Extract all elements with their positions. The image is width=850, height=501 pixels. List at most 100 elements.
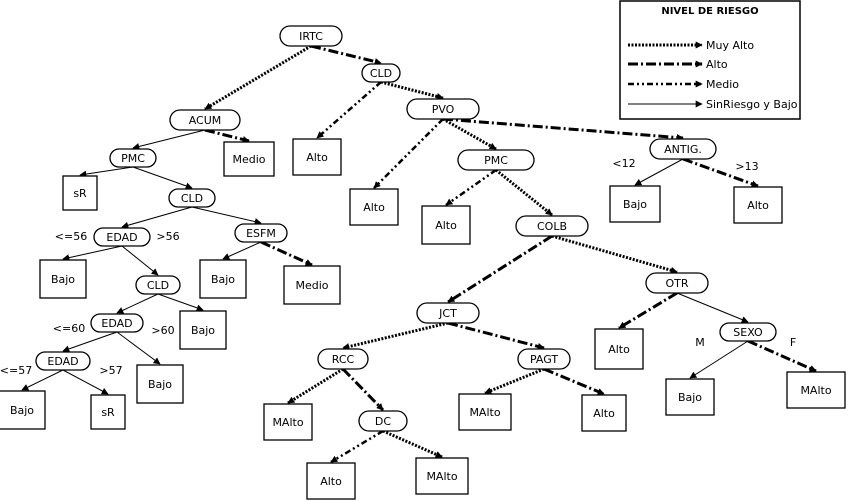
node-sexo-box — [719, 322, 777, 342]
edge-label-gt13: >13 — [735, 160, 758, 173]
edge-label-le60: <=60 — [53, 322, 85, 335]
node-alto7-label: Alto — [320, 475, 342, 488]
node-rcc-box — [317, 348, 369, 370]
edge-pvo-antig — [442, 117, 684, 141]
node-malto2: MAlto — [263, 403, 313, 441]
node-malto4-box — [415, 457, 469, 495]
node-alto4-box — [733, 186, 783, 224]
edge-label-gt60: >60 — [151, 324, 174, 337]
edge-rcc-dc — [341, 367, 385, 412]
node-colb-label: COLB — [537, 220, 567, 233]
edge-antig-bajo6 — [634, 158, 684, 186]
node-pagt: PAGT — [517, 348, 571, 370]
node-pmc2-label: PMC — [484, 154, 508, 167]
node-sr2-label: sR — [101, 406, 115, 419]
edge-cld1-alto1 — [316, 81, 382, 139]
edge-acum-medio1 — [204, 128, 250, 143]
node-jct-box — [416, 302, 480, 324]
edge-antig-alto4 — [682, 157, 759, 188]
node-otr: OTR — [645, 272, 709, 294]
node-pagt-label: PAGT — [530, 353, 558, 366]
edge-dc-alto7 — [330, 429, 384, 464]
node-pmc2-box — [457, 149, 535, 171]
node-pvo: PVO — [406, 98, 480, 120]
node-cld1-label: CLD — [370, 67, 392, 80]
edge-label-f: F — [790, 336, 796, 349]
node-rcc-label: RCC — [332, 353, 355, 366]
node-cld2-label: CLD — [181, 192, 203, 205]
node-sr1-box — [62, 175, 98, 211]
node-alto6-box — [581, 394, 627, 432]
node-bajo7-label: Bajo — [678, 391, 702, 404]
node-antig-box — [649, 138, 717, 160]
node-bajo5-label: Bajo — [10, 404, 34, 417]
node-cld3-box — [135, 275, 181, 295]
node-malto1-label: MAlto — [800, 384, 831, 397]
edge-edad2-bajo4 — [116, 331, 161, 365]
node-medio1-box — [223, 141, 275, 177]
node-acum: ACUM — [169, 109, 241, 131]
node-alto3-label: Alto — [435, 219, 457, 232]
node-jct-label: JCT — [438, 307, 457, 320]
node-sr1-label: sR — [73, 187, 87, 200]
edge-pagt-malto3 — [484, 367, 545, 395]
node-bajo1-label: Bajo — [51, 273, 75, 286]
edge-cld3-edad2 — [116, 293, 159, 314]
edges — [21, 44, 817, 464]
node-malto2-label: MAlto — [272, 416, 303, 429]
node-malto1-box — [786, 371, 846, 409]
node-irtc-box — [279, 25, 343, 47]
node-pagt-box — [517, 348, 571, 370]
edge-esfm-medio2 — [260, 240, 313, 267]
node-medio2-box — [283, 265, 341, 305]
node-bajo1: Bajo — [39, 259, 87, 299]
edge-cld3-bajo3 — [157, 293, 204, 312]
node-bajo4-box — [136, 364, 184, 404]
node-bajo5: Bajo — [0, 390, 46, 430]
edge-acum-pmc1 — [132, 129, 206, 150]
edge-irtc-acum — [204, 44, 312, 111]
node-alto3: Alto — [421, 205, 471, 245]
node-cld2-box — [168, 188, 216, 208]
node-bajo2: Bajo — [199, 259, 247, 299]
edge-colb-otr — [551, 234, 678, 274]
node-cld2: CLD — [168, 188, 216, 208]
node-cld1: CLD — [361, 63, 401, 83]
edge-sexo-malto1 — [747, 339, 817, 373]
node-bajo7: Bajo — [665, 378, 715, 416]
node-bajo7-box — [665, 378, 715, 416]
node-sexo: SEXO — [719, 322, 777, 342]
node-bajo4-label: Bajo — [148, 378, 172, 391]
edge-otr-sexo — [676, 292, 749, 323]
edge-pvo-alto2 — [373, 118, 444, 189]
node-alto6: Alto — [581, 394, 627, 432]
edge-label-le57: <=57 — [0, 364, 32, 377]
legend-medio-label: Medio — [706, 78, 739, 91]
node-colb: COLB — [515, 215, 589, 237]
node-alto7-box — [306, 462, 356, 500]
edge-pagt-alto6 — [543, 367, 605, 396]
node-malto4: MAlto — [415, 457, 469, 495]
edge-esfm-bajo2 — [222, 241, 262, 260]
node-alto1-box — [292, 138, 342, 176]
node-edad2-label: EDAD — [101, 317, 132, 330]
node-bajo6: Bajo — [609, 185, 661, 223]
node-acum-label: ACUM — [189, 114, 222, 127]
edge-jct-rcc — [342, 321, 449, 350]
node-edad2: EDAD — [90, 313, 144, 333]
node-medio2-label: Medio — [295, 279, 328, 292]
node-edad1-label: EDAD — [106, 231, 137, 244]
node-bajo4: Bajo — [136, 364, 184, 404]
node-edad2-box — [90, 313, 144, 333]
edge-irtc-cld1 — [310, 44, 382, 65]
node-bajo6-box — [609, 185, 661, 223]
node-irtc: IRTC — [279, 25, 343, 47]
node-edad1-box — [93, 227, 151, 247]
node-pmc1: PMC — [109, 148, 157, 168]
node-sr1: sR — [62, 175, 98, 211]
node-pmc1-label: PMC — [121, 152, 145, 165]
edge-jct-pagt — [447, 321, 545, 350]
node-malto1: MAlto — [786, 371, 846, 409]
node-bajo6-label: Bajo — [623, 198, 647, 211]
